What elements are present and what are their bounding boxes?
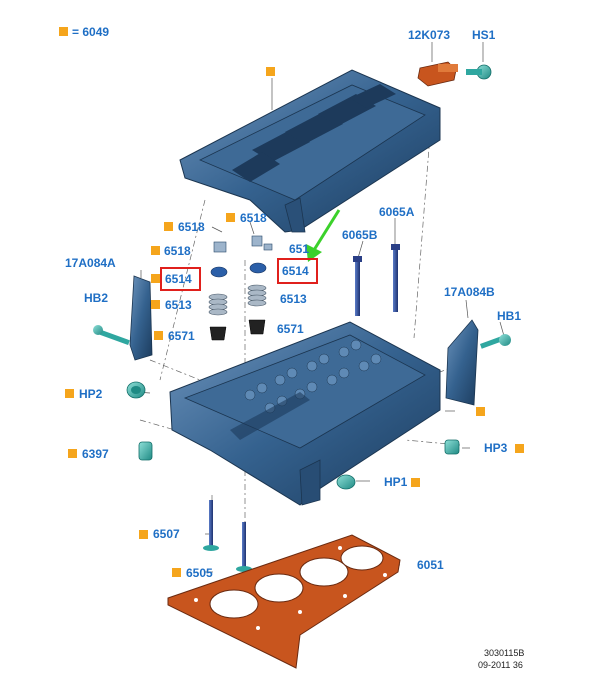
marker-6049-carrier xyxy=(266,67,275,76)
bolt-HB1 xyxy=(480,334,511,349)
label-6514b: 6514 xyxy=(282,264,309,278)
head-gasket xyxy=(167,534,401,669)
label-6065B: 6065B xyxy=(342,228,378,242)
green-arrow xyxy=(306,209,341,262)
label-6518a: 6518 xyxy=(178,220,205,234)
label-6505: 6505 xyxy=(186,566,213,580)
label-6514a: 6514 xyxy=(165,272,192,286)
label-6513b: 6513 xyxy=(280,292,307,306)
valve-parts-right xyxy=(247,235,273,335)
marker-6518a xyxy=(164,222,173,231)
bolts-6065 xyxy=(353,244,400,316)
marker-6505 xyxy=(172,568,181,577)
label-12K073: 12K073 xyxy=(408,28,451,42)
label-6518b: 6518 xyxy=(240,211,267,225)
marker-6397 xyxy=(68,449,77,458)
label-HP2: HP2 xyxy=(79,387,103,401)
label-6507: 6507 xyxy=(153,527,180,541)
label-6051: 6051 xyxy=(417,558,444,572)
label-6397: 6397 xyxy=(82,447,109,461)
label-HB1: HB1 xyxy=(497,309,522,323)
label-6065A: 6065A xyxy=(379,205,415,219)
camshaft-carrier xyxy=(179,69,441,233)
bracket-17A084A xyxy=(129,275,153,361)
marker-HP1 xyxy=(411,478,420,487)
valve-6505 xyxy=(236,522,252,572)
bolt-HS1 xyxy=(466,64,492,80)
legend-marker xyxy=(59,27,68,36)
reference-date: 09-2011 36 xyxy=(478,660,523,670)
bracket-17A084B xyxy=(445,319,479,406)
legend-text: = 6049 xyxy=(72,25,110,39)
label-6518c: 6518 xyxy=(164,244,191,258)
label-HP1: HP1 xyxy=(384,475,408,489)
highlight-6514-right xyxy=(277,258,318,284)
label-17A084B: 17A084B xyxy=(444,285,495,299)
marker-6571a xyxy=(154,331,163,340)
valve-parts-left xyxy=(208,241,228,341)
label-651-partial: 651 xyxy=(289,242,310,256)
plug-6397 xyxy=(138,441,153,461)
label-17A084A: 17A084A xyxy=(65,256,116,270)
sensor-12K073 xyxy=(417,61,458,87)
valve-6507 xyxy=(203,500,219,551)
marker-6507 xyxy=(139,530,148,539)
marker-HP3 xyxy=(515,444,524,453)
marker-6049-bracket xyxy=(476,407,485,416)
bolt-HB2 xyxy=(93,325,130,346)
marker-6513a xyxy=(151,300,160,309)
label-HS1: HS1 xyxy=(472,28,496,42)
label-HP3: HP3 xyxy=(484,441,508,455)
label-HB2: HB2 xyxy=(84,291,109,305)
label-6571b: 6571 xyxy=(277,322,304,336)
marker-HP2 xyxy=(65,389,74,398)
marker-6514a xyxy=(151,274,160,283)
plug-HP3 xyxy=(444,439,460,455)
label-6513a: 6513 xyxy=(165,298,192,312)
reference-code: 3030115B xyxy=(484,648,525,658)
cylinder-head xyxy=(169,321,441,506)
highlight-6514-left xyxy=(160,267,201,291)
marker-6518b xyxy=(226,213,235,222)
label-6571a: 6571 xyxy=(168,329,195,343)
plug-HP2 xyxy=(126,381,146,399)
marker-6518c xyxy=(151,246,160,255)
plug-HP1 xyxy=(336,474,356,490)
